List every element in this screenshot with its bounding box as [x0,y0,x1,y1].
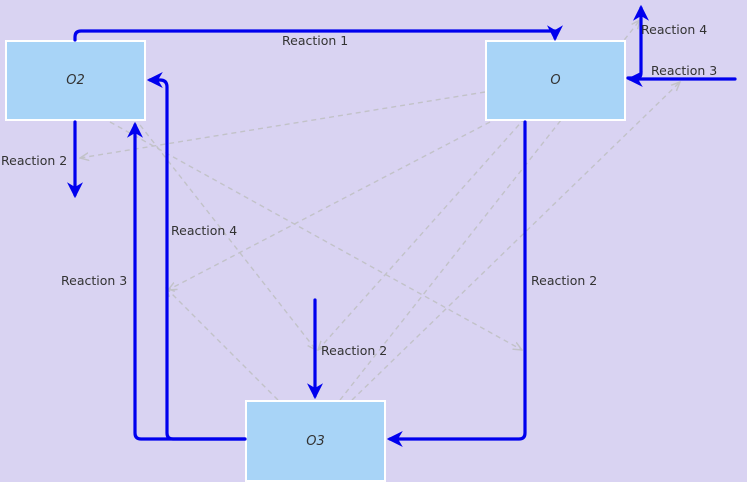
edge-label-o2-out-reaction2: Reaction 2 [1,153,68,168]
faint-edge-o2-to-o3-reaction2 [139,124,316,350]
node-o2-label: O2 [66,73,85,88]
edge-label-o-o3-reaction2: Reaction 2 [531,273,598,288]
node-o3[interactable]: O3 [245,400,386,482]
edge-label-o-top-reaction4: Reaction 4 [641,22,708,37]
edge-o3-to-o2-reaction3[interactable] [127,121,247,441]
edge-o2-to-o-reaction1[interactable] [73,25,563,42]
edge-o-top-reaction4[interactable] [626,4,649,80]
edge-o-to-o3-reaction2[interactable] [386,120,527,447]
node-o[interactable]: O [485,40,626,121]
edge-label-o-in-reaction3: Reaction 3 [651,63,718,78]
faint-edge-o-to-reaction2-mid [318,117,526,350]
edge-label-reaction1: Reaction 1 [282,33,349,48]
edge-label-into-o3-reaction2: Reaction 2 [321,343,388,358]
faint-edge-o3-to-o-reaction3 [351,82,680,401]
edge-label-o3-o2-reaction3: Reaction 3 [61,273,128,288]
edge-label-o3-o2-reaction4: Reaction 4 [171,223,238,238]
faint-edge-o2-to-o-reaction2 [109,121,522,350]
node-o-label: O [550,73,561,88]
node-o3-label: O3 [306,433,325,449]
node-o2[interactable]: O2 [5,40,146,121]
faint-edge-o-to-reaction4-label [168,121,491,290]
edge-o3-to-o2-reaction4[interactable] [146,72,247,441]
